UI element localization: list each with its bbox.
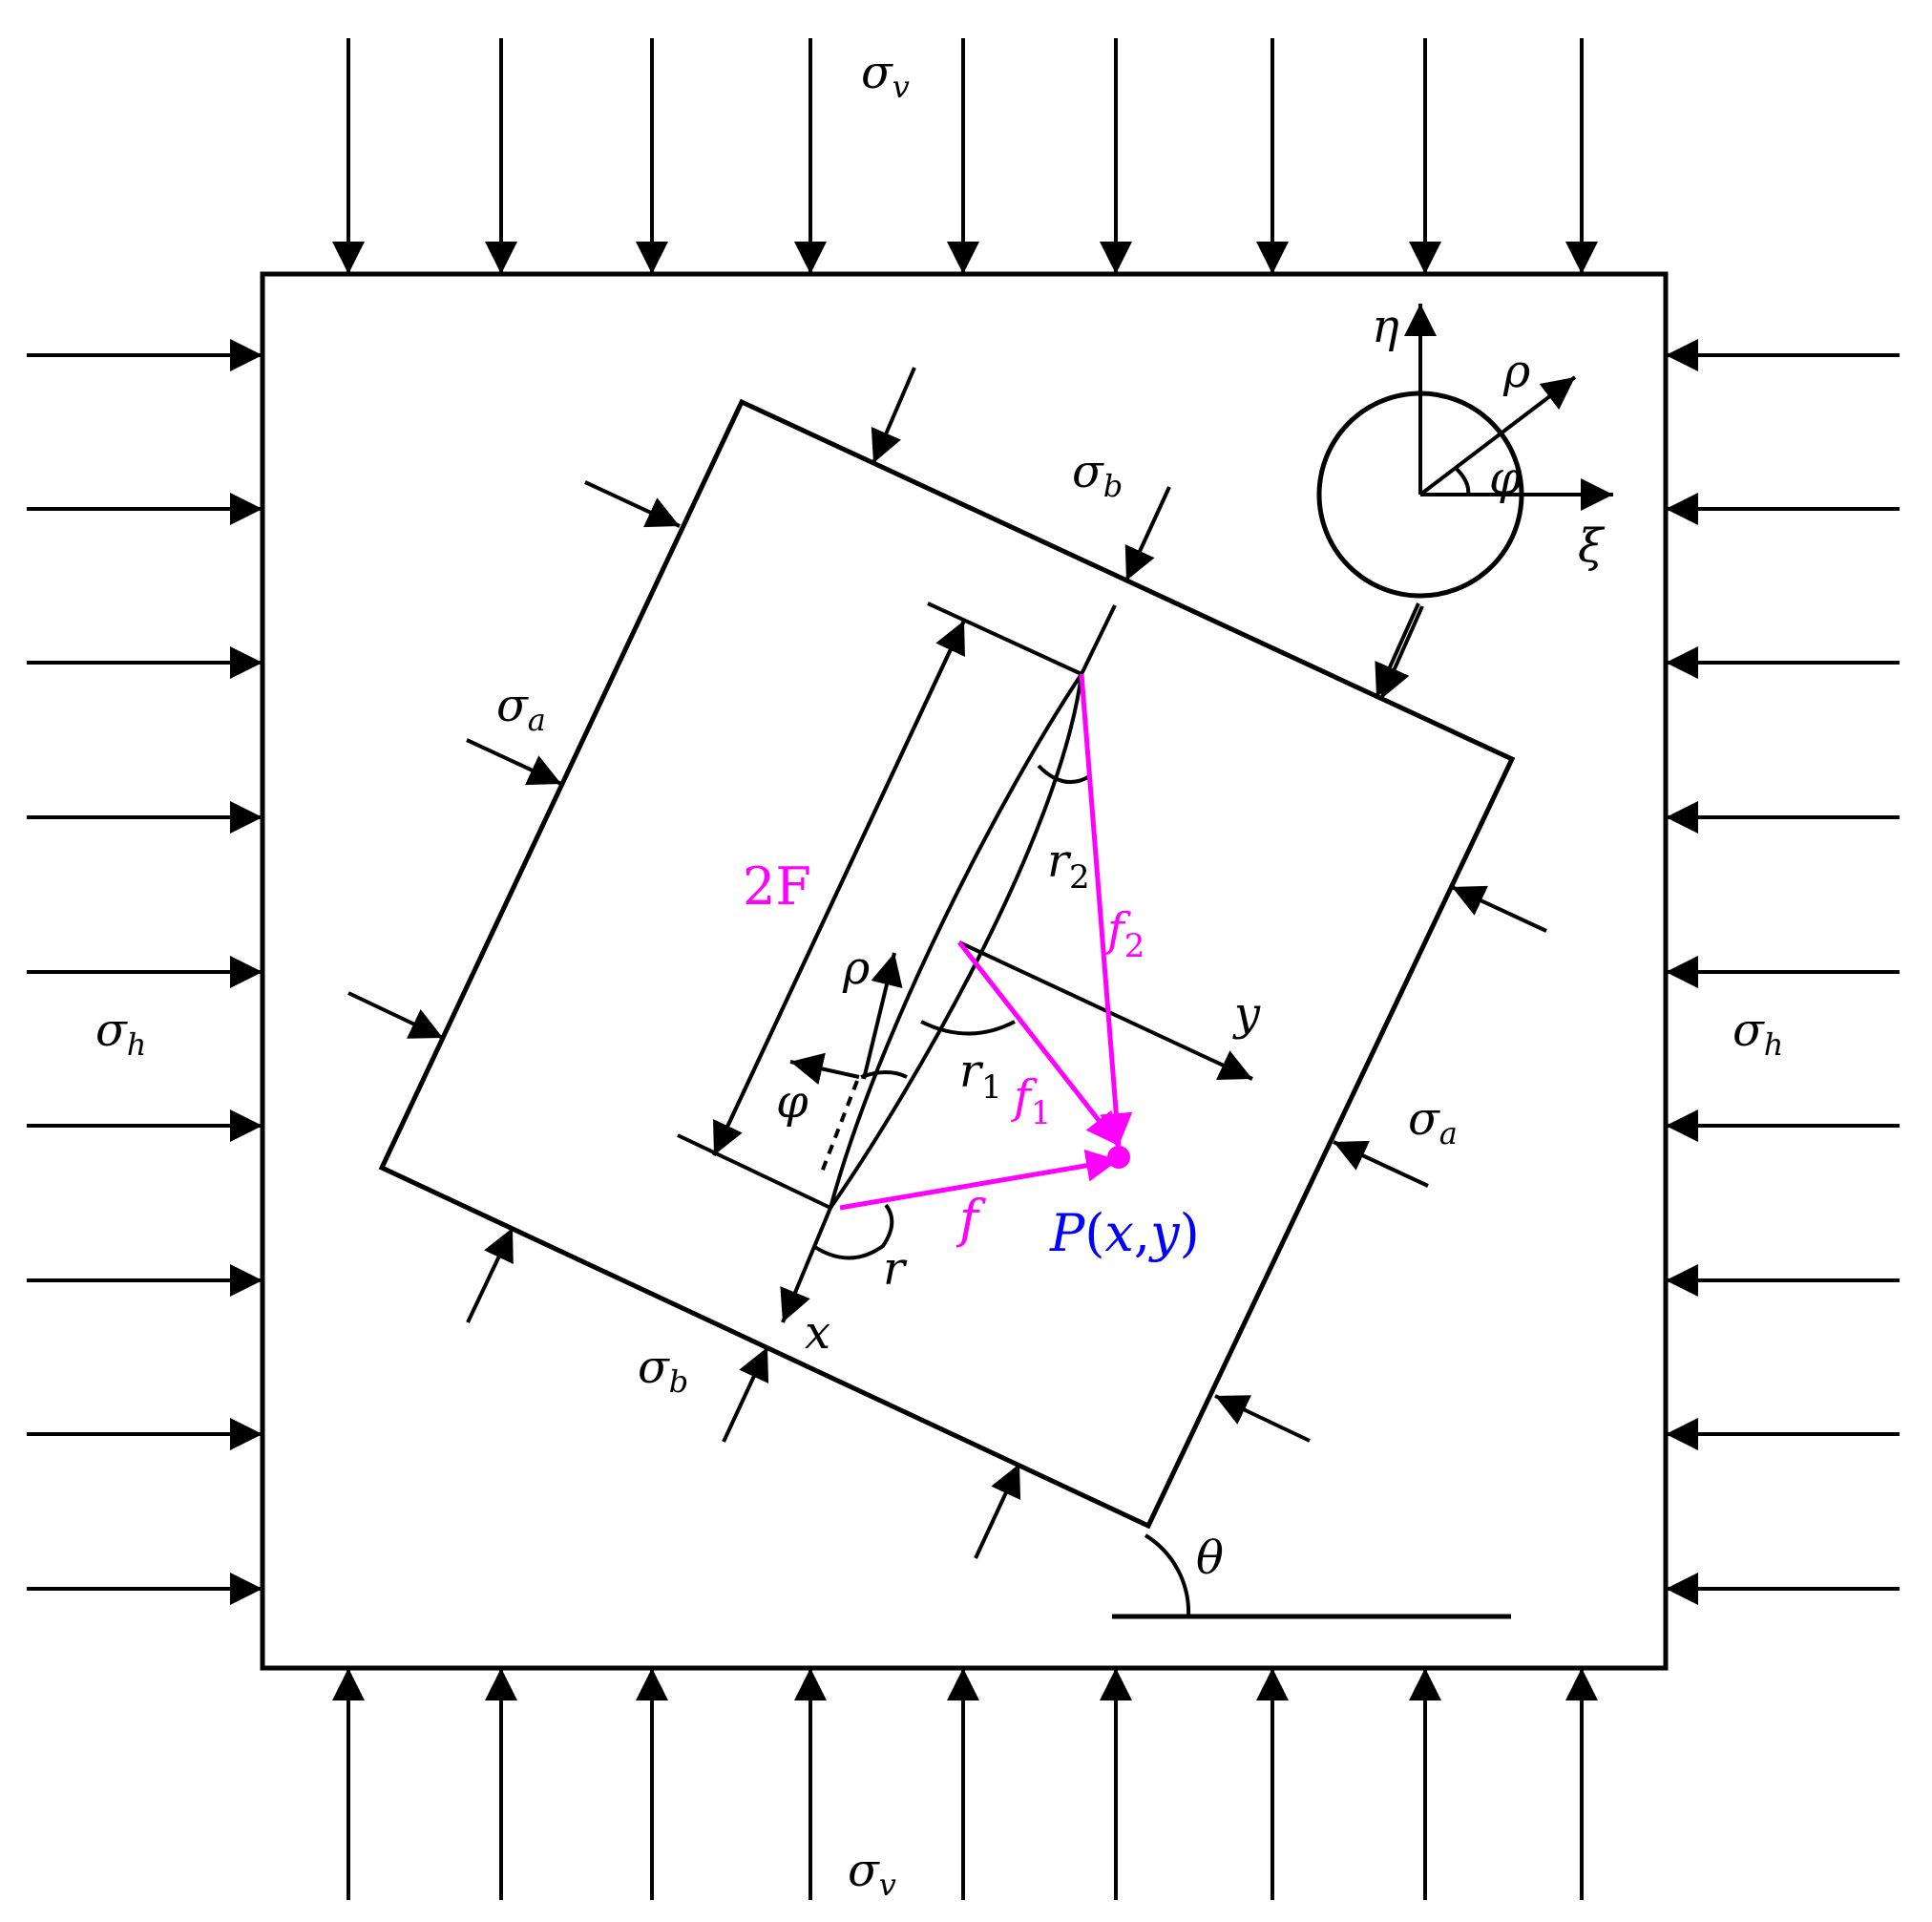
- sigma-subscript: v: [879, 1867, 896, 1903]
- point-x: x: [1104, 1203, 1133, 1263]
- point-paren-open: (: [1084, 1203, 1104, 1263]
- phi-inset-label: φ: [1489, 452, 1522, 505]
- local-phi-arrow: [789, 1052, 860, 1085]
- polar-phi-arc: [1454, 466, 1471, 496]
- sigma-symbol: σ: [1408, 1092, 1440, 1146]
- sigma-symbol: σ: [861, 46, 893, 99]
- r1-sub: 1: [981, 1068, 1002, 1107]
- rotated-side-arrows: [347, 367, 1547, 1559]
- sigma-b-bottom: σb: [638, 1341, 688, 1400]
- point-paren-close: ): [1180, 1203, 1200, 1263]
- sigma-subscript: b: [669, 1363, 688, 1400]
- sigma-symbol: σ: [95, 1003, 128, 1057]
- sigma-symbol: σ: [1732, 1003, 1765, 1057]
- sigma-symbol: σ: [496, 679, 529, 732]
- crack-axis-upper: [1080, 604, 1117, 675]
- sigma-a-left: σa: [496, 679, 546, 738]
- sigma-v-top: σv: [861, 46, 910, 105]
- sigma-a-right: σa: [1408, 1092, 1458, 1151]
- f1-label: f1: [1011, 1070, 1051, 1132]
- theta-arc: [1144, 1533, 1191, 1617]
- point-p-marker: [1107, 1146, 1130, 1169]
- sigma-subscript: h: [1764, 1026, 1784, 1063]
- phi-local-label: φ: [776, 1075, 808, 1129]
- sigma-symbol: σ: [848, 1844, 880, 1897]
- f1-sub: 1: [1031, 1094, 1052, 1132]
- sigma-v-bottom: σv: [848, 1844, 896, 1903]
- left-load-arrows: [27, 339, 262, 1605]
- theta-label: θ: [1196, 1531, 1224, 1585]
- top-load-arrows: [332, 38, 1598, 274]
- two-f-label: 2F: [743, 856, 811, 917]
- r2-label: r2: [1047, 834, 1090, 897]
- r1-label: r1: [959, 1045, 1002, 1107]
- point-y: y: [1148, 1203, 1181, 1263]
- r-angle-arc: [811, 1203, 894, 1260]
- local-rho-arrow: [862, 952, 903, 1080]
- bottom-load-arrows: [332, 1668, 1598, 1900]
- xi-label: ξ: [1578, 519, 1606, 573]
- rho-local-label: ρ: [842, 941, 870, 995]
- right-load-arrows: [1666, 339, 1900, 1605]
- sigma-h-right: σh: [1732, 1003, 1783, 1063]
- sigma-subscript: h: [127, 1026, 147, 1063]
- crack-ellipse: [829, 672, 1083, 1210]
- crack-length-dimension: [677, 602, 1082, 1210]
- f2-label: f2: [1104, 903, 1144, 965]
- r1-base: r: [959, 1045, 984, 1098]
- local-phi-arc: [860, 1070, 908, 1079]
- sigma-symbol: σ: [638, 1341, 670, 1394]
- point-comma: ,: [1134, 1203, 1150, 1263]
- inset-to-element-arrow: [1375, 602, 1420, 698]
- f-label: f: [956, 1189, 986, 1249]
- r2-base: r: [1047, 834, 1072, 888]
- sigma-symbol: σ: [1072, 445, 1104, 498]
- x-axis-label: x: [805, 1306, 830, 1360]
- r-label: r: [883, 1242, 908, 1296]
- sigma-h-left: σh: [95, 1003, 146, 1063]
- eta-label: η: [1372, 300, 1399, 353]
- x-axis: [780, 1207, 832, 1323]
- distance-vectors: [839, 673, 1133, 1211]
- rho-arrow: [1418, 375, 1577, 496]
- point-p-letter: P: [1049, 1203, 1086, 1263]
- sigma-subscript: v: [892, 69, 910, 105]
- f2-sub: 2: [1124, 927, 1145, 965]
- r2-angle-arc: [1037, 764, 1093, 784]
- sigma-subscript: b: [1103, 468, 1123, 504]
- sigma-subscript: a: [528, 702, 546, 738]
- sigma-b-top: σb: [1072, 445, 1123, 504]
- local-tangent-dashed: [819, 1080, 859, 1175]
- point-p-label: P(x,y): [1049, 1203, 1200, 1263]
- r2-sub: 2: [1069, 858, 1090, 897]
- r1-angle-arc: [920, 1020, 1016, 1036]
- rho-inset-label: ρ: [1502, 345, 1530, 398]
- y-axis-label: y: [1232, 987, 1261, 1041]
- rotated-element: [378, 398, 1516, 1530]
- sigma-subscript: a: [1439, 1115, 1458, 1151]
